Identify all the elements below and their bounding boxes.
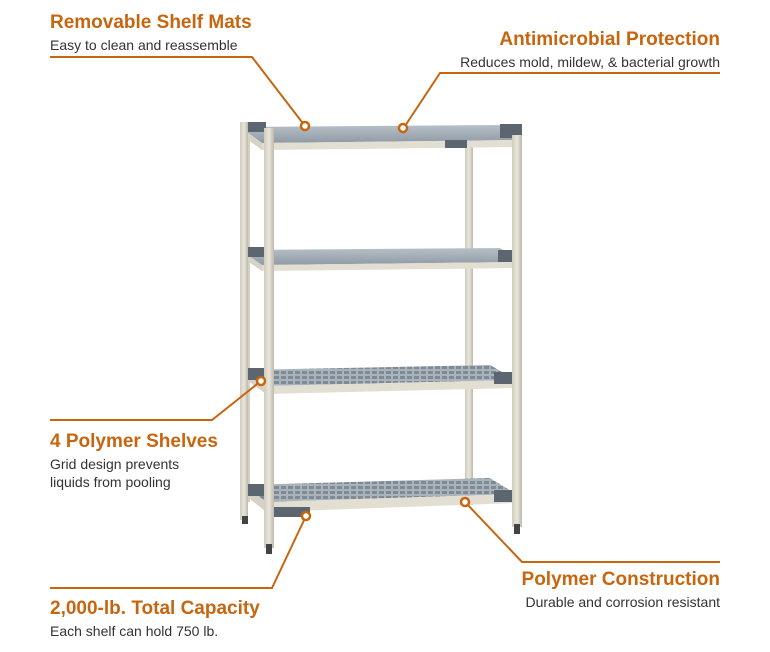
front-posts	[240, 122, 522, 554]
callout-title: 2,000-lb. Total Capacity	[50, 598, 260, 619]
callout-description: Each shelf can hold 750 lb.	[50, 623, 219, 639]
shelf-top	[240, 122, 522, 150]
callout-total-capacity: 2,000-lb. Total Capacity Each shelf can …	[50, 598, 260, 640]
callout-description: Durable and corrosion resistant	[525, 594, 720, 610]
callout-antimicrobial-protection: Antimicrobial Protection Reduces mold, m…	[460, 29, 720, 71]
callout-markers	[255, 120, 471, 522]
callout-polymer-shelves: 4 Polymer Shelves Grid design prevents l…	[50, 431, 218, 491]
shelf-third-grid	[242, 365, 518, 394]
shelf-bottom-grid	[242, 478, 518, 517]
callout-description-line2: liquids from pooling	[50, 474, 171, 490]
shelf-second	[240, 247, 520, 271]
callout-polymer-construction: Polymer Construction Durable and corrosi…	[522, 569, 720, 611]
callout-title: Removable Shelf Mats	[50, 12, 252, 33]
callout-title: 4 Polymer Shelves	[50, 431, 218, 452]
callout-title: Polymer Construction	[521, 569, 720, 590]
callout-removable-shelf-mats: Removable Shelf Mats Easy to clean and r…	[50, 12, 252, 54]
back-posts	[244, 132, 473, 505]
callout-description: Easy to clean and reassemble	[50, 37, 238, 53]
callout-title: Antimicrobial Protection	[499, 29, 720, 50]
callout-description-line1: Grid design prevents	[50, 456, 180, 472]
callout-leader-lines	[50, 56, 720, 589]
callout-description: Reduces mold, mildew, & bacterial growth	[460, 54, 720, 70]
